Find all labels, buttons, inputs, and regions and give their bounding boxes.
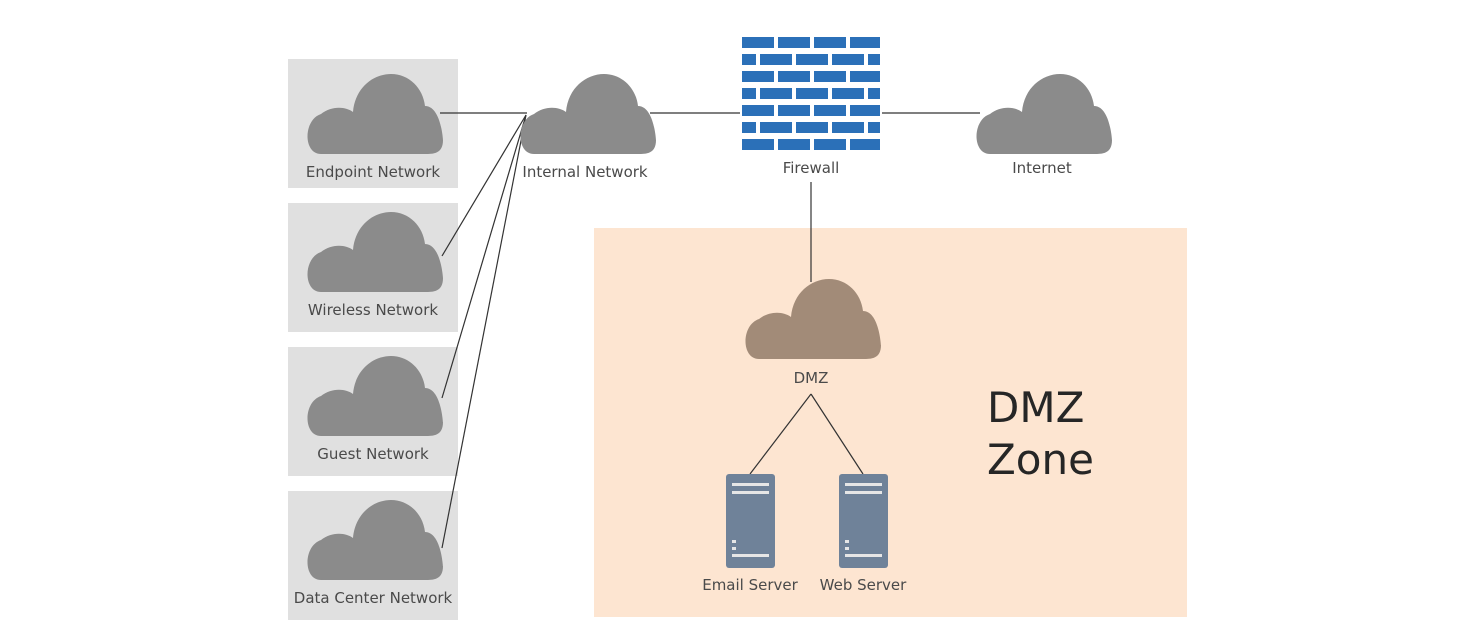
dmz-label: DMZ: [793, 369, 829, 387]
dmz-cloud-icon: [745, 279, 881, 359]
link-dmz-email: [749, 393, 812, 475]
connection-lines: [440, 112, 980, 549]
endpoint-cloud-icon: [307, 74, 443, 154]
firewall-icon: [740, 35, 882, 152]
endpoint-network-label: Endpoint Network: [305, 163, 441, 181]
email-server-label: Email Server: [702, 576, 798, 594]
dmz-zone-title: DMZ Zone: [987, 382, 1094, 486]
link-datacenter-internal: [441, 114, 527, 549]
internal-cloud-icon: [520, 74, 656, 154]
zone-title-line-1: DMZ: [987, 383, 1085, 432]
web-server-icon: [839, 474, 888, 568]
link-wireless-internal: [441, 114, 527, 257]
datacenter-cloud-icon: [307, 500, 443, 580]
guest-network-label: Guest Network: [317, 445, 429, 463]
internet-cloud-icon: [976, 74, 1112, 154]
link-guest-internal: [441, 114, 527, 399]
internet-label: Internet: [1012, 159, 1072, 177]
wireless-cloud-icon: [307, 212, 443, 292]
zone-title-line-2: Zone: [987, 435, 1094, 484]
guest-cloud-icon: [307, 356, 443, 436]
link-dmz-web: [810, 393, 864, 475]
internal-network-label: Internal Network: [522, 163, 648, 181]
firewall-label: Firewall: [782, 159, 840, 177]
email-server-icon: [726, 474, 775, 568]
web-server-label: Web Server: [819, 576, 907, 594]
wireless-network-label: Wireless Network: [307, 301, 439, 319]
data-center-network-label: Data Center Network: [293, 589, 453, 607]
dmz-zone-area: [594, 228, 1187, 617]
